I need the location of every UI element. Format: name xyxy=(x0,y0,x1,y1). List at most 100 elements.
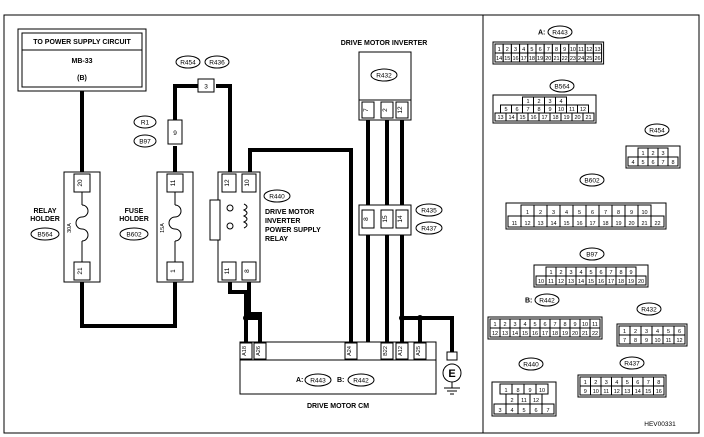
connector-pin-number: 5 xyxy=(667,329,670,335)
cm-pin-label: A26 xyxy=(256,346,262,356)
connector-pin-number: 15 xyxy=(563,221,569,227)
relay-label-4: RELAY xyxy=(265,236,288,243)
connector-pin-number: 13 xyxy=(497,115,503,121)
connector-pin-number: 21 xyxy=(582,331,588,337)
connector-pin-number: 8 xyxy=(555,47,558,53)
inverter-pin-7: 7 xyxy=(363,108,370,112)
relay-label-3: POWER SUPPLY xyxy=(265,227,321,234)
connector-tag xyxy=(534,293,560,307)
diagram-frame xyxy=(3,14,700,434)
connector-pin-number: 3 xyxy=(661,151,664,157)
connector-pin-number: 18 xyxy=(529,56,535,62)
connector-pin-number: 12 xyxy=(580,107,586,113)
connector-pin-number: 17 xyxy=(521,56,527,62)
connector-pin-number: 20 xyxy=(572,331,578,337)
connector-pin-number: 5 xyxy=(504,107,507,113)
relay-conn-label: R440 xyxy=(269,194,285,201)
relay-holder-conn: B564 xyxy=(37,232,53,239)
connector-pin-number: 14 xyxy=(635,389,641,395)
connector-pin-number: 6 xyxy=(636,380,639,386)
connector-pin-number: 1 xyxy=(493,322,496,328)
relay-holder-label-1: RELAY xyxy=(33,208,56,215)
connector-name: R437 xyxy=(624,361,640,368)
connector-pin-number: 23 xyxy=(570,56,576,62)
connector-pin-number: 14 xyxy=(512,331,518,337)
connector-pin-number: 14 xyxy=(550,221,556,227)
connector-pin-number: 5 xyxy=(641,160,644,166)
connector-pin-number: 2 xyxy=(559,270,562,276)
connector-cell xyxy=(589,327,601,338)
connector-tag xyxy=(579,173,605,187)
connector-pin-number: 2 xyxy=(651,151,654,157)
cm-pin-label: A25 xyxy=(416,346,422,356)
connector-pin-number: 11 xyxy=(569,107,575,113)
connector-pin-number: 22 xyxy=(654,221,660,227)
connector-tag xyxy=(547,25,573,39)
pin-3: 3 xyxy=(204,84,208,91)
connector-cell xyxy=(653,385,665,396)
connector-pin-number: 7 xyxy=(647,380,650,386)
connector-pin-number: 10 xyxy=(582,322,588,328)
connector-pin-number: 2 xyxy=(634,329,637,335)
connector-pin-number: 6 xyxy=(651,160,654,166)
connector-pin-number: 2 xyxy=(506,47,509,53)
cm-pin xyxy=(344,342,358,360)
junction-dot xyxy=(417,315,423,321)
connector-pin-number: 9 xyxy=(573,322,576,328)
connector-pin-number: 7 xyxy=(546,408,549,414)
connector-pin-number: 13 xyxy=(502,331,508,337)
connector-pin-number: 22 xyxy=(562,56,568,62)
cm-pin xyxy=(239,342,253,360)
connector-pin-number: 10 xyxy=(570,47,576,53)
connector-pin-number: 7 xyxy=(553,322,556,328)
connector-pin-number: 13 xyxy=(568,279,574,285)
connector-pin-number: 11 xyxy=(592,322,598,328)
connector-cell xyxy=(592,52,603,63)
connector-pin-number: 14 xyxy=(496,56,502,62)
connector-pin-number: 4 xyxy=(615,380,618,386)
connector-pin-number: 4 xyxy=(523,322,526,328)
connector-pin-number: 20 xyxy=(545,56,551,62)
power-supply-ref: MB-33 xyxy=(71,58,92,65)
connector-tag xyxy=(644,123,670,137)
connector-pin-number: 3 xyxy=(514,47,517,53)
connector-pin-number: 8 xyxy=(563,322,566,328)
cm-b-prefix: B: xyxy=(337,377,344,384)
connector-pin-number: 4 xyxy=(522,47,525,53)
connector-name: B97 xyxy=(586,252,598,259)
connector-pin-number: 2 xyxy=(503,322,506,328)
connector-pin-number: 8 xyxy=(634,338,637,344)
connector-pin-number: 9 xyxy=(629,270,632,276)
svg-text:1: 1 xyxy=(170,269,177,273)
connector-pin-number: 12 xyxy=(558,279,564,285)
connector-pin-number: 20 xyxy=(638,279,644,285)
connector-pin-number: 17 xyxy=(542,331,548,337)
svg-text:20: 20 xyxy=(77,179,84,187)
power-supply-box: TO POWER SUPPLY CIRCUIT MB-33 (B) xyxy=(17,28,147,92)
conn-label-r1: R1 xyxy=(141,120,150,127)
connector-pin-number: 13 xyxy=(537,221,543,227)
connector-pin-number: 17 xyxy=(608,279,614,285)
connector-pin-number: 3 xyxy=(605,380,608,386)
connector-pin-number: 4 xyxy=(631,160,634,166)
connector-name: B564 xyxy=(554,84,570,91)
inline3-pin-14: 14 xyxy=(397,215,404,223)
fuse-holder-label-2: HOLDER xyxy=(119,216,149,223)
fuse-symbol-icon xyxy=(75,204,89,242)
cm-pin-label: A18 xyxy=(242,346,248,356)
connector-pin-number: 16 xyxy=(532,331,538,337)
cm-pin xyxy=(253,342,267,360)
connector-pin-number: 8 xyxy=(516,388,519,394)
svg-text:21: 21 xyxy=(77,267,84,275)
connector-pin-number: 7 xyxy=(609,270,612,276)
connector-pin-number: 6 xyxy=(591,210,594,216)
connector-pin-number: 19 xyxy=(615,221,621,227)
connector-cell xyxy=(582,112,595,122)
connector-pin-number: 12 xyxy=(586,47,592,53)
wires xyxy=(80,84,454,354)
